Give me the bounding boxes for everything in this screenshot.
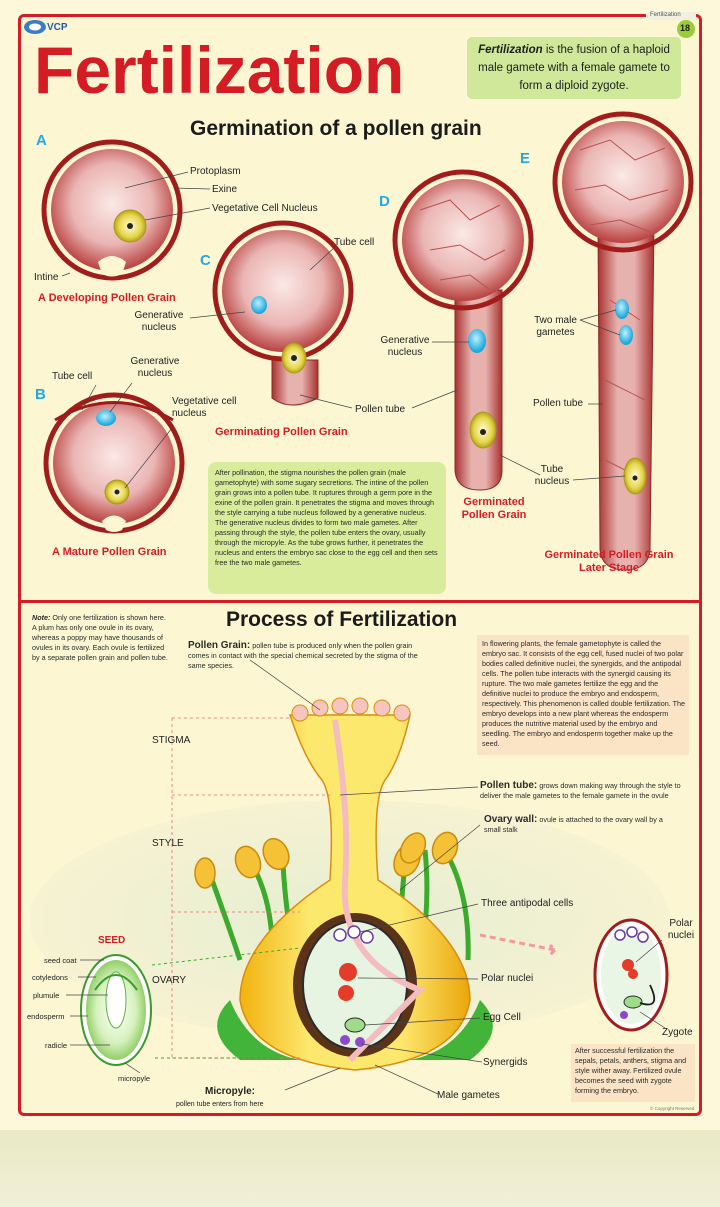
process-side-box <box>477 635 689 755</box>
definition-body: is the fusion of a haploid male gamete w… <box>478 44 670 92</box>
label-polar-nuclei: Polar nuclei <box>481 973 534 984</box>
process-side-text: In flowering plants, the female gametoph… <box>482 639 685 748</box>
note-text: Note: Only one fertilization is shown he… <box>32 613 168 663</box>
pollen-grain-d <box>392 169 534 491</box>
micropyle-text: pollen tube enters from here <box>176 1101 264 1108</box>
label-pollen-tube-c: Pollen tube <box>355 404 406 415</box>
caption-mature-pollen-grain: A Mature Pollen Grain <box>52 546 167 558</box>
definition-box <box>467 37 681 99</box>
poster: VCP Fertilization 18 Fertilization Ferti… <box>0 0 720 1130</box>
label-vegetative-cell-nucleus: Vegetative Cell Nucleus <box>212 203 318 214</box>
seed-label-plumule: plumule <box>33 991 60 1000</box>
label-exine: Exine <box>212 184 238 195</box>
label-generative-nucleus-b: Generative nucleus <box>130 356 180 379</box>
page-title: Fertilization <box>34 33 405 107</box>
page-number: 18 <box>680 23 691 33</box>
label-synergids: Synergids <box>483 1057 528 1068</box>
flower-cross-section <box>171 697 560 1071</box>
label-tube-cell-c: Tube cell <box>334 237 375 248</box>
panel-e-letter: E <box>520 150 531 167</box>
label-antipodal-cells: Three antipodal cells <box>481 898 574 909</box>
panel-b-letter: B <box>35 386 46 403</box>
after-fertilization-text: After successful fertilization the sepal… <box>575 1046 687 1095</box>
corner-label: Fertilization <box>650 12 681 18</box>
illustrations <box>24 12 696 1102</box>
label-generative-nucleus-d: Generative nucleus <box>380 335 430 358</box>
label-two-male-gametes: Two male gametes <box>534 315 577 338</box>
pollen-grain-b <box>43 392 185 534</box>
pollen-tube-label: Pollen tube: <box>480 780 538 791</box>
label-pollen-tube-e: Pollen tube <box>533 398 584 409</box>
label-vegetative-cell-nucleus-b: Vegetative cell nucleus <box>172 396 237 419</box>
pollen-grain-body: pollen tube is produced only when the po… <box>188 641 418 670</box>
seed-label-endosperm: endosperm <box>27 1012 65 1021</box>
pollen-grain-text: Pollen Grain: pollen tube is produced on… <box>188 641 418 671</box>
label-protoplasm: Protoplasm <box>190 166 241 177</box>
corner-tab <box>646 12 696 20</box>
seed-title: SEED <box>98 935 126 946</box>
copyright: © Copyright Reserved <box>650 1106 695 1111</box>
note-body: Only one fertilization is shown here. A … <box>32 613 168 662</box>
zygote-label: Zygote <box>662 1027 693 1038</box>
seed-label-radicle: radicle <box>45 1041 68 1050</box>
caption-germinating-pollen-grain: Germinating Pollen Grain <box>215 426 348 438</box>
seed-label-seed-coat: seed coat <box>44 956 77 965</box>
panel-d-letter: D <box>379 193 390 210</box>
bottom-band <box>0 1130 720 1207</box>
label-ovary: OVARY <box>152 975 187 986</box>
seed-diagram <box>66 947 301 1074</box>
vcp-logo <box>24 20 46 34</box>
note-label: Note: <box>32 613 51 622</box>
pollen-grain-label: Pollen Grain: <box>188 640 251 651</box>
pollen-tube-body: grows down making way through the style … <box>480 781 681 800</box>
info-box <box>208 462 446 594</box>
seed-label-micropyle: micropyle <box>118 1074 151 1083</box>
zygote-ovule <box>593 918 669 1032</box>
ovary-wall-body: ovule is attached to the ovary wall by a… <box>484 815 663 834</box>
label-style: STYLE <box>152 838 184 849</box>
label-male-gametes: Male gametes <box>437 1090 500 1101</box>
section-divider <box>20 600 700 603</box>
pollen-grain-e <box>552 111 694 571</box>
seed-label-cotyledons: cotyledons <box>32 973 68 982</box>
process-title: Process of Fertilization <box>226 608 458 631</box>
label-tube-cell-b: Tube cell <box>52 371 93 382</box>
caption-germinated-pollen-grain: Germinated Pollen Grain <box>461 496 527 521</box>
zygote-polar-nuclei-label: Polar nuclei <box>667 918 695 941</box>
label-micropyle: Micropyle: <box>205 1086 256 1097</box>
after-fertilization-box <box>571 1044 695 1102</box>
ovary-wall-text: Ovary wall: ovule is attached to the ova… <box>484 815 674 835</box>
definition-term: Fertilization <box>478 44 543 56</box>
germination-info-text: After pollination, the stigma nourishes … <box>215 468 438 567</box>
label-generative-nucleus-c: Generative nucleus <box>134 310 184 333</box>
panel-c-letter: C <box>200 252 211 269</box>
process-leader-lines <box>249 659 483 1095</box>
label-intine: Intine <box>34 272 59 283</box>
pollen-tube-text: Pollen tube: grows down making way throu… <box>480 781 688 801</box>
germination-leader-lines <box>61 171 626 489</box>
label-stigma: STIGMA <box>152 735 191 746</box>
logo-text: VCP <box>47 22 68 33</box>
caption-developing-pollen-grain: A Developing Pollen Grain <box>38 292 176 304</box>
germination-title: Germination of a pollen grain <box>190 117 482 140</box>
pollen-grain-a <box>41 139 183 281</box>
label-tube-nucleus: Tube nucleus <box>534 464 570 487</box>
pollen-grain-c <box>212 220 354 406</box>
caption-later-stage: Germinated Pollen Grain Later Stage <box>544 549 674 574</box>
ovary-wall-label: Ovary wall: <box>484 814 538 825</box>
definition-text: Fertilization is the fusion of a haploid… <box>474 41 674 95</box>
panel-a-letter: A <box>36 132 47 149</box>
page-number-badge <box>677 20 695 38</box>
label-egg-cell: Egg Cell <box>483 1012 521 1023</box>
